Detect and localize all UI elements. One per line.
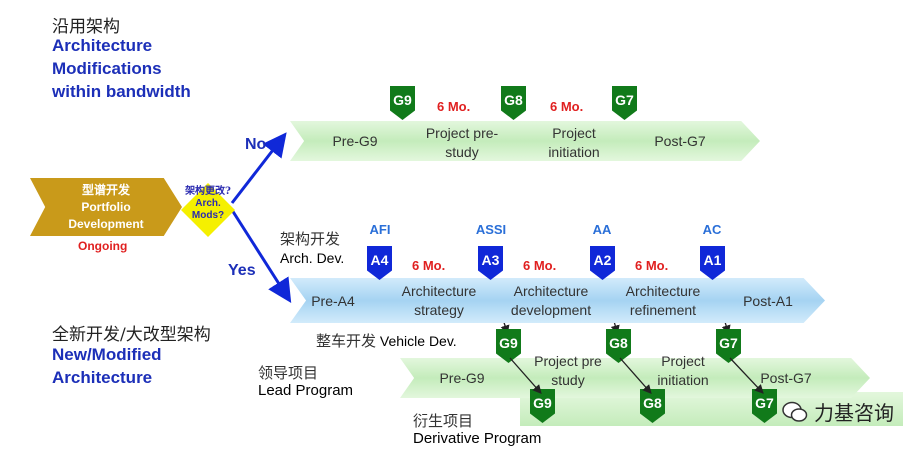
phase-segment: Pre-G9 (439, 370, 485, 386)
portfolio-cn: 型谱开发 (81, 183, 130, 197)
lead-program-cn: 领导项目 (258, 364, 319, 382)
interval-label: 6 Mo. (437, 99, 471, 114)
portfolio-line: Development (68, 217, 144, 231)
derivative-program-label: Derivative Program (413, 430, 542, 447)
decision-cn: 架构更改? (185, 186, 231, 197)
vehicle-dev-cn: 整车开发 (316, 332, 377, 350)
arch-dev-cn: 架构开发 (280, 230, 341, 248)
line: Modifications (52, 59, 162, 78)
wechat-icon (782, 401, 808, 422)
gate-label: AA (592, 222, 612, 237)
interval-label: 6 Mo. (523, 258, 557, 273)
decision-text: 架构更改? Arch. Mods? (176, 186, 240, 222)
line: Architecture (52, 368, 153, 387)
phase-segment: Architecture development (510, 283, 592, 318)
lead-phase-band (400, 358, 870, 398)
line: New/Modified (52, 345, 162, 364)
interval-label: 6 Mo. (412, 258, 446, 273)
line: within bandwidth (52, 82, 191, 101)
interval-label: 6 Mo. (550, 99, 584, 114)
derivative-program-cn: 衍生项目 (413, 412, 474, 430)
decision-line: Mods? (191, 210, 225, 221)
arch-phase-band (290, 278, 825, 323)
phase-segment: Project pre study (534, 353, 602, 388)
yes-label: Yes (228, 262, 256, 279)
gate-label: ASSI (475, 222, 507, 237)
vehicle-dev-en: Vehicle Dev. (379, 333, 457, 349)
no-arrow (230, 132, 287, 204)
portfolio-line: Portfolio (81, 200, 131, 214)
phase-segment: Project initiation (548, 125, 600, 160)
phase-segment: Post-A1 (743, 293, 793, 309)
top-phase-band (290, 121, 760, 161)
interval-label: 6 Mo. (635, 258, 669, 273)
watermark: 力基咨询 (782, 397, 894, 426)
yes-arrow (230, 209, 292, 304)
watermark-text: 力基咨询 (814, 401, 894, 425)
phase-segment: Project initiation (657, 353, 709, 388)
reuse-arch-cn: 沿用架构 (52, 17, 120, 37)
new-arch-label: New/Modified Architecture (52, 343, 162, 389)
new-arch-cn: 全新开发/大改型架构 (52, 325, 211, 345)
arch-dev-label: Arch. Dev. (280, 250, 345, 266)
gate-label: AC (702, 222, 722, 237)
ongoing-status: Ongoing (78, 239, 128, 253)
phase-segment: Architecture strategy (401, 283, 477, 318)
portfolio-development-chevron: 型谱开发 Portfolio Development (30, 178, 182, 236)
phase-segment: Pre-G9 (332, 133, 378, 149)
reuse-arch-label: Architecture Modifications within bandwi… (52, 34, 191, 103)
phase-segment: Architecture refinement (625, 283, 701, 318)
no-label: No (245, 136, 267, 153)
decision-line: Arch. (195, 198, 221, 209)
phase-segment: Project pre- study (425, 125, 499, 160)
derivative-gate-g7: G7 (752, 389, 777, 423)
line: Architecture (52, 36, 153, 55)
phase-segment: Pre-A4 (311, 293, 355, 309)
gate-label: AFI (369, 222, 391, 237)
phase-segment: Post-G7 (760, 370, 812, 386)
vehicle-dev-label: 整车开发 Vehicle Dev. (316, 330, 457, 351)
lead-program-label: Lead Program (258, 382, 354, 399)
phase-segment: Post-G7 (654, 133, 706, 149)
